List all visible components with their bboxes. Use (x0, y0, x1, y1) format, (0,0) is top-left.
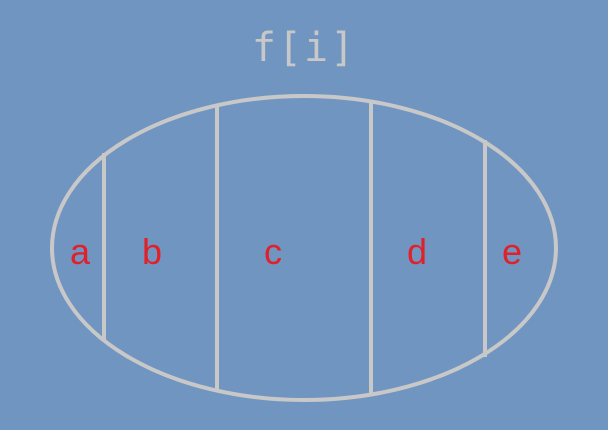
region-label-a: a (70, 231, 91, 272)
region-label-c: c (264, 231, 282, 272)
region-label-b: b (142, 231, 162, 272)
outer-ellipse (50, 94, 558, 402)
region-label-e: e (502, 231, 522, 272)
region-label-d: d (407, 231, 427, 272)
diagram-title: f[i] (251, 25, 357, 71)
